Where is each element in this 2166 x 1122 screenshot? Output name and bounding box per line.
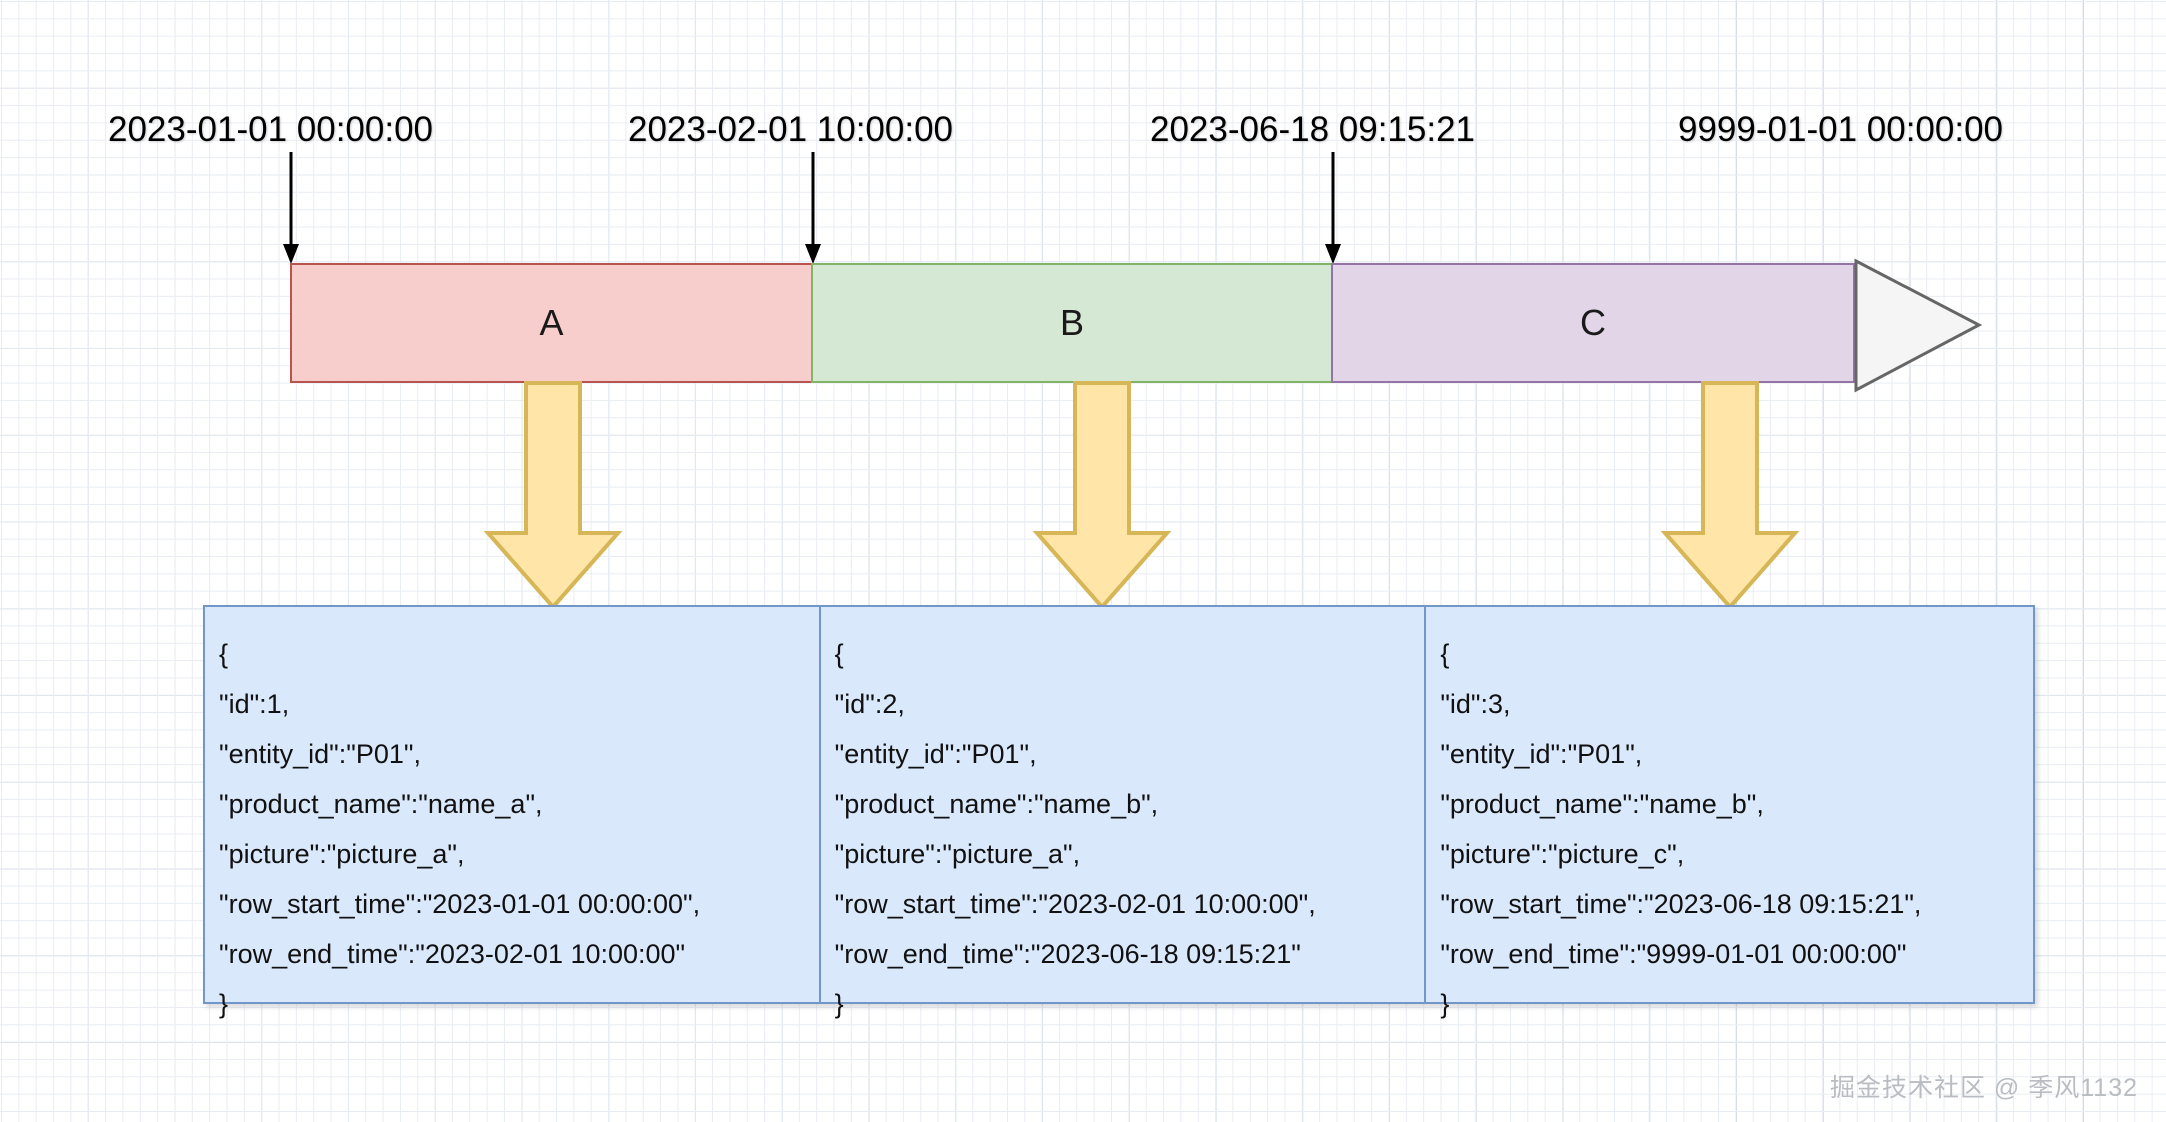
tick-pointer-arrow-2 xyxy=(800,152,826,264)
mapping-arrow-c xyxy=(1660,381,1800,611)
record-boxes-container: { "id":1, "entity_id":"P01", "product_na… xyxy=(203,605,2035,1019)
timestamp-label-3: 2023-06-18 09:15:21 xyxy=(1150,110,1475,149)
record-line: "id":2, xyxy=(834,689,905,719)
timestamp-label-4: 9999-01-01 00:00:00 xyxy=(1678,110,2003,149)
timeline-segment-c-label: C xyxy=(1580,302,1606,343)
timeline-segment-b: B xyxy=(811,263,1333,383)
record-line: "product_name":"name_a", xyxy=(219,789,543,819)
record-line: "picture":"picture_c", xyxy=(1440,839,1685,869)
record-box-2: { "id":2, "entity_id":"P01", "product_na… xyxy=(818,607,1425,1019)
record-line: "product_name":"name_b", xyxy=(1440,789,1764,819)
record-box-3: { "id":3, "entity_id":"P01", "product_na… xyxy=(1424,607,2033,1019)
mapping-arrow-a xyxy=(483,381,623,611)
timestamp-label-2: 2023-02-01 10:00:00 xyxy=(628,110,953,149)
record-line: "picture":"picture_a", xyxy=(834,839,1081,869)
timeline-segment-a: A xyxy=(290,263,813,383)
record-line: } xyxy=(219,989,229,1019)
record-line: "row_start_time":"2023-02-01 10:00:00", xyxy=(834,889,1316,919)
record-line: "entity_id":"P01", xyxy=(834,739,1037,769)
record-line: "picture":"picture_a", xyxy=(219,839,465,869)
timestamp-label-1: 2023-01-01 00:00:00 xyxy=(108,110,433,149)
record-line: "row_start_time":"2023-06-18 09:15:21", xyxy=(1440,889,1922,919)
record-line: "id":3, xyxy=(1440,689,1511,719)
record-line: "row_end_time":"2023-06-18 09:15:21" xyxy=(834,939,1301,969)
record-line: "entity_id":"P01", xyxy=(1440,739,1643,769)
record-line: "product_name":"name_b", xyxy=(834,789,1159,819)
record-line: "row_start_time":"2023-01-01 00:00:00", xyxy=(219,889,701,919)
mapping-arrow-b xyxy=(1032,381,1172,611)
record-line: { xyxy=(1440,639,1450,669)
timeline-arrowhead-icon xyxy=(1853,258,1983,393)
record-line: { xyxy=(219,639,229,669)
record-line: "row_end_time":"9999-01-01 00:00:00" xyxy=(1440,939,1907,969)
record-line: { xyxy=(834,639,844,669)
tick-pointer-arrow-3 xyxy=(1320,152,1346,264)
record-box-1: { "id":1, "entity_id":"P01", "product_na… xyxy=(205,607,819,1019)
tick-pointer-arrow-1 xyxy=(278,152,304,264)
timeline-segment-c: C xyxy=(1331,263,1855,383)
timeline-segment-a-label: A xyxy=(539,302,564,343)
record-line: "id":1, xyxy=(219,689,290,719)
record-line: } xyxy=(1440,989,1450,1019)
record-line: "entity_id":"P01", xyxy=(219,739,421,769)
watermark: 掘金技术社区 @ 季风1132 xyxy=(1829,1074,2138,1102)
timeline-segment-b-label: B xyxy=(1059,302,1084,343)
record-line: } xyxy=(834,989,844,1019)
record-line: "row_end_time":"2023-02-01 10:00:00" xyxy=(219,939,686,969)
